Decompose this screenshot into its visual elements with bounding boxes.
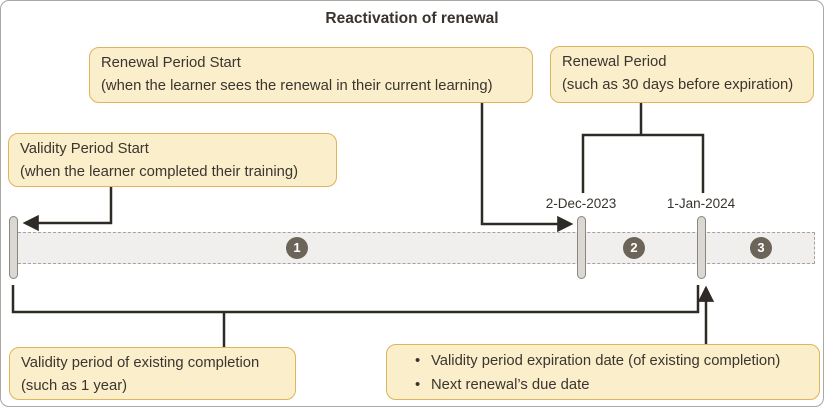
callout-validity-existing-completion: Validity period of existing completion (… bbox=[9, 347, 296, 400]
diagram-title: Reactivation of renewal bbox=[325, 10, 499, 27]
date-label-1-jan-2024: 1-Jan-2024 bbox=[666, 196, 736, 211]
callout-expiration-dates: Validity period expiration date (of exis… bbox=[386, 344, 820, 400]
timeline-band bbox=[13, 232, 815, 264]
callout-subtitle: (such as 1 year) bbox=[21, 378, 128, 394]
timeline-marker-validity-start bbox=[9, 216, 18, 279]
connector-validity-start-arrow bbox=[22, 187, 113, 232]
callout-renewal-period-start: Renewal Period Start (when the learner s… bbox=[89, 47, 533, 103]
callout-subtitle: (when the learner sees the renewal in th… bbox=[101, 78, 493, 94]
callout-validity-period-start: Validity Period Start (when the learner … bbox=[8, 133, 337, 187]
bracket-validity-period bbox=[11, 285, 700, 314]
callout-subtitle: (when the learner completed their traini… bbox=[20, 164, 298, 180]
phase-badge-1: 1 bbox=[286, 237, 308, 259]
date-label-2-dec-2023: 2-Dec-2023 bbox=[545, 196, 617, 211]
callout-renewal-period: Renewal Period (such as 30 days before e… bbox=[550, 46, 814, 103]
connector-renewal-period-branch bbox=[581, 133, 705, 193]
list-item: Next renewal’s due date bbox=[398, 374, 811, 398]
callout-title: Validity Period Start bbox=[20, 141, 149, 157]
callout-title: Validity period of existing completion bbox=[21, 355, 260, 371]
timeline-marker-2-dec-2023 bbox=[577, 216, 586, 279]
callout-title: Renewal Period bbox=[562, 54, 667, 70]
list-item: Validity period expiration date (of exis… bbox=[398, 350, 811, 374]
phase-badge-3: 3 bbox=[750, 237, 772, 259]
bullet-list: Validity period expiration date (of exis… bbox=[398, 350, 811, 397]
timeline-marker-1-jan-2024 bbox=[697, 216, 706, 279]
phase-badge-2: 2 bbox=[623, 237, 645, 259]
callout-title: Renewal Period Start bbox=[101, 55, 241, 71]
callout-subtitle: (such as 30 days before expiration) bbox=[562, 77, 794, 93]
